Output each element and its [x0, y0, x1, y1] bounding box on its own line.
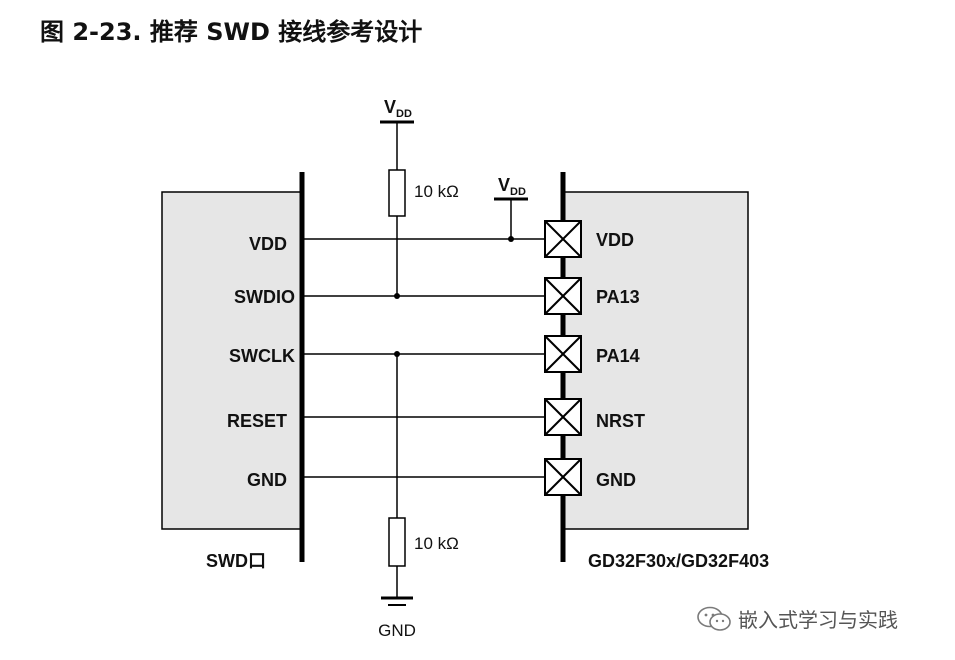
mcu-pin-nrst-label: NRST [596, 411, 645, 431]
mcu-pin-pa13-label: PA13 [596, 287, 640, 307]
ground-label: GND [378, 621, 416, 640]
pin-box-vdd [544, 220, 582, 258]
pullup-resistor [388, 169, 406, 217]
mcu-box-caption: GD32F30x/GD32F403 [588, 551, 769, 571]
pin-box-nrst [544, 398, 582, 436]
signal-wires [302, 238, 545, 478]
mcu-pin-vdd-label: VDD [596, 230, 634, 250]
pulldown-resistor [388, 517, 406, 567]
mcu-pin-gnd-label: GND [596, 470, 636, 490]
page-title: 图 2-23. 推荐 SWD 接线参考设计 [40, 18, 423, 46]
pin-box-pa13 [544, 277, 582, 315]
pin-box-pa14 [544, 335, 582, 373]
mcu-pin-pa14-label: PA14 [596, 346, 640, 366]
vdd-tap-supply-label: VDD [498, 175, 526, 198]
swd-pin-gnd-label: GND [247, 470, 287, 490]
swd-pin-vdd-label: VDD [249, 234, 287, 254]
swd-pin-reset-label: RESET [227, 411, 287, 431]
junction-swdio [394, 293, 400, 299]
ground-symbol [381, 596, 413, 606]
swd-pin-swdio-label: SWDIO [234, 287, 295, 307]
swd-box-caption: SWD口 [206, 551, 266, 571]
junction-vdd [508, 236, 514, 242]
pullup-resistor-value: 10 kΩ [414, 182, 459, 201]
pullup-supply-label: VDD [384, 97, 412, 120]
pin-box-gnd [544, 458, 582, 496]
swd-connector-box [161, 191, 303, 530]
watermark-text: 嵌入式学习与实践 [738, 608, 898, 632]
pulldown-resistor-value: 10 kΩ [414, 534, 459, 553]
wechat-icon [697, 606, 731, 631]
swd-pin-swclk-label: SWCLK [229, 346, 295, 366]
watermark: 嵌入式学习与实践 [696, 604, 898, 633]
mcu-box [562, 191, 749, 530]
